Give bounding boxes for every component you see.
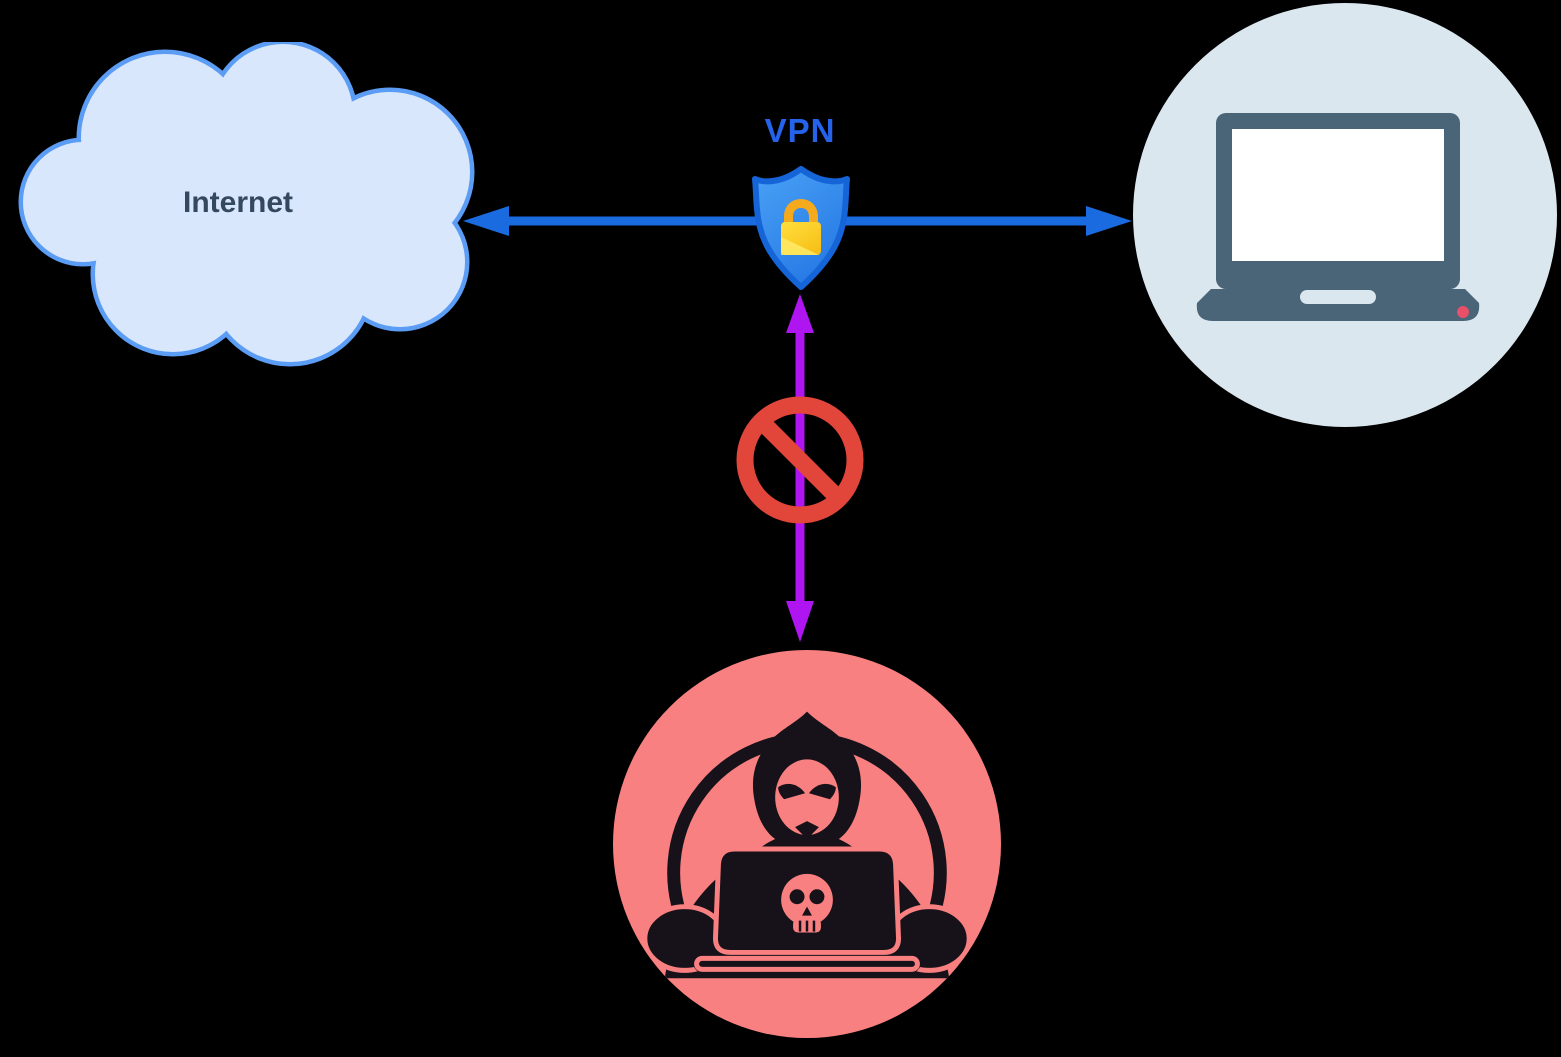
skull-icon bbox=[781, 873, 833, 933]
laptop-screen bbox=[1232, 129, 1444, 261]
hacker-icon bbox=[642, 711, 972, 979]
laptop-icon bbox=[1196, 113, 1480, 321]
no-entry-icon bbox=[736, 396, 864, 524]
cloud-icon bbox=[18, 42, 475, 367]
laptop-base bbox=[1196, 289, 1480, 321]
laptop-notch bbox=[1300, 290, 1376, 304]
vpn-label: VPN bbox=[764, 112, 836, 149]
arrow-vpn-to-internet bbox=[463, 206, 800, 236]
cloud-fill bbox=[23, 44, 470, 362]
hacker-face bbox=[775, 759, 839, 836]
arrow-right-icon bbox=[1086, 206, 1132, 236]
arrow-left-icon bbox=[463, 206, 509, 236]
arrow-vpn-to-device bbox=[800, 206, 1132, 236]
power-led bbox=[1457, 306, 1469, 318]
hacker-laptop-base bbox=[694, 955, 920, 972]
hacker-eye-right bbox=[808, 783, 836, 800]
attacker-node bbox=[613, 650, 1001, 1038]
arrow-down-icon bbox=[786, 601, 814, 642]
hacker-eye-left bbox=[778, 783, 806, 800]
arrow-up-icon bbox=[786, 294, 814, 333]
shield-lock-icon bbox=[752, 166, 850, 290]
user-device-node bbox=[1133, 3, 1557, 427]
internet-cloud-node: Internet bbox=[15, 42, 485, 377]
internet-label: Internet bbox=[182, 186, 293, 219]
padlock-icon bbox=[781, 199, 821, 255]
